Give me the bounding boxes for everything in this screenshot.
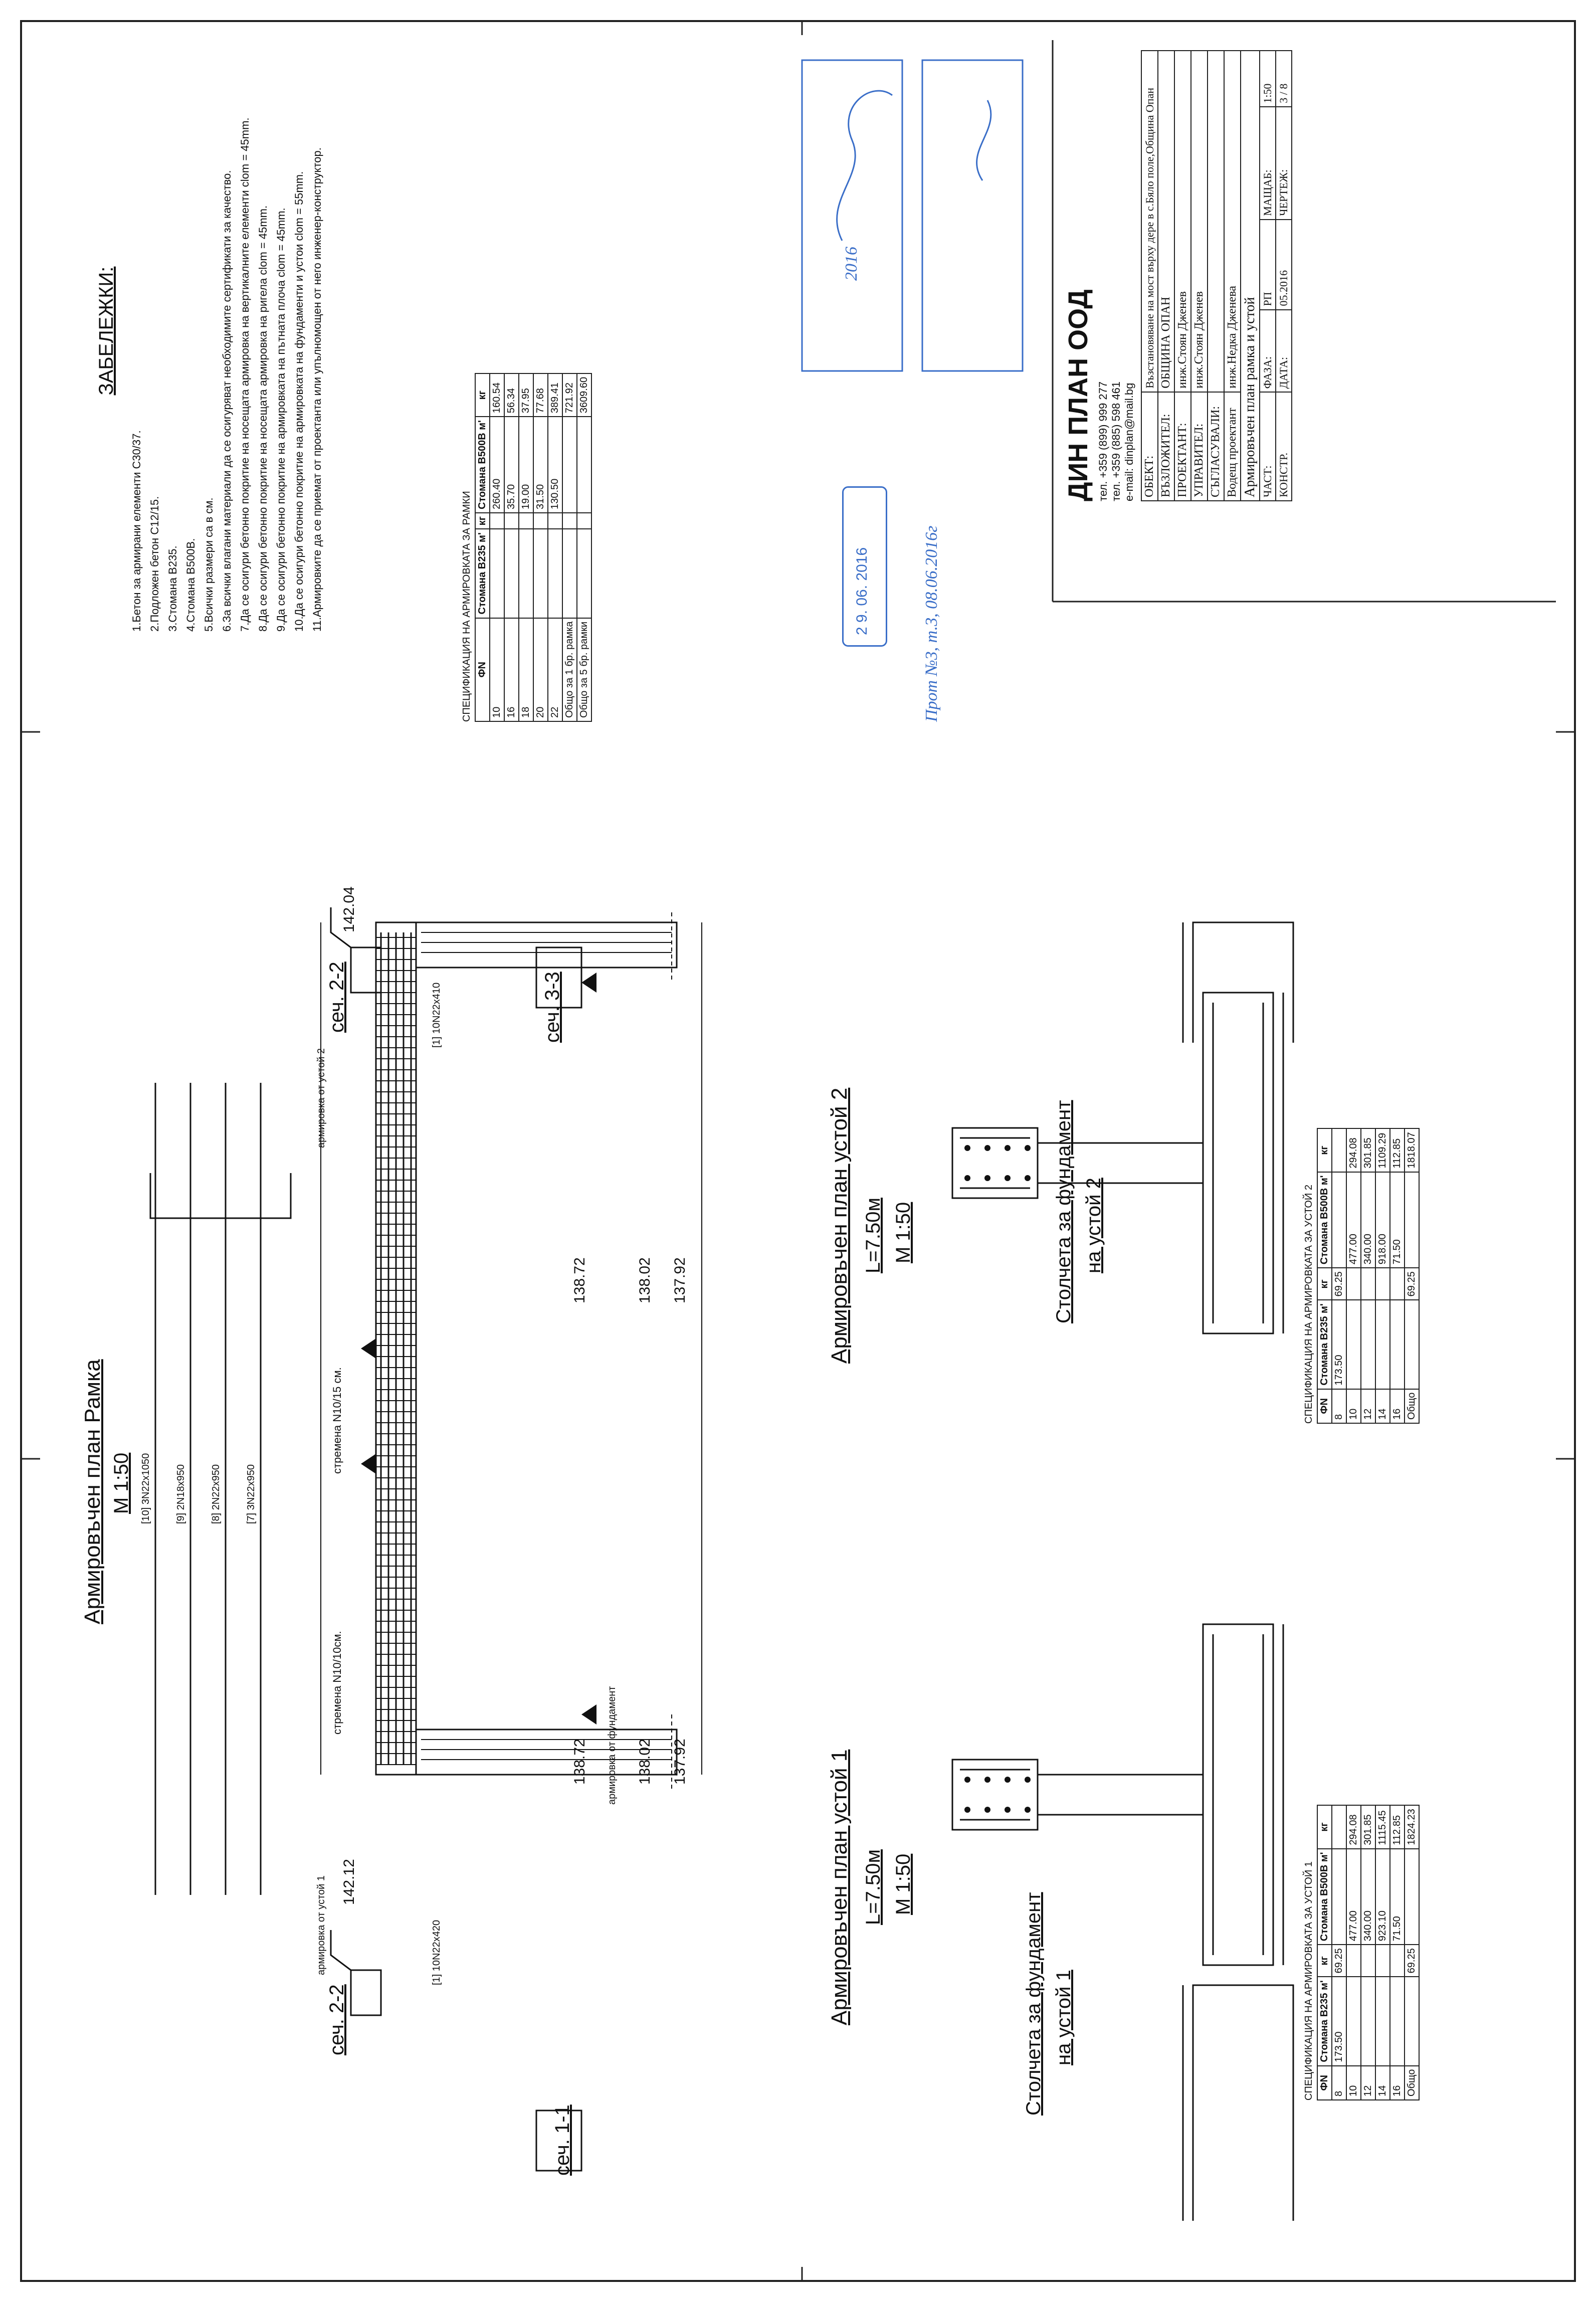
frame-reinforcement-drawing bbox=[320, 912, 702, 1790]
section-sketches bbox=[330, 907, 582, 2172]
foundation-stub-drawings bbox=[1182, 921, 1294, 2221]
stamp-marks bbox=[801, 59, 1024, 372]
drawing-sheet: Армировъчен план Рамка М 1:50 bbox=[20, 20, 1576, 2282]
abutment-2-drawing bbox=[951, 992, 1284, 1334]
bar-shapes-drawing bbox=[149, 1083, 292, 1895]
sheet-divider-lines bbox=[20, 20, 1576, 2282]
drawing-frame bbox=[20, 20, 1576, 2282]
abutment-1-drawing bbox=[951, 1623, 1284, 1966]
